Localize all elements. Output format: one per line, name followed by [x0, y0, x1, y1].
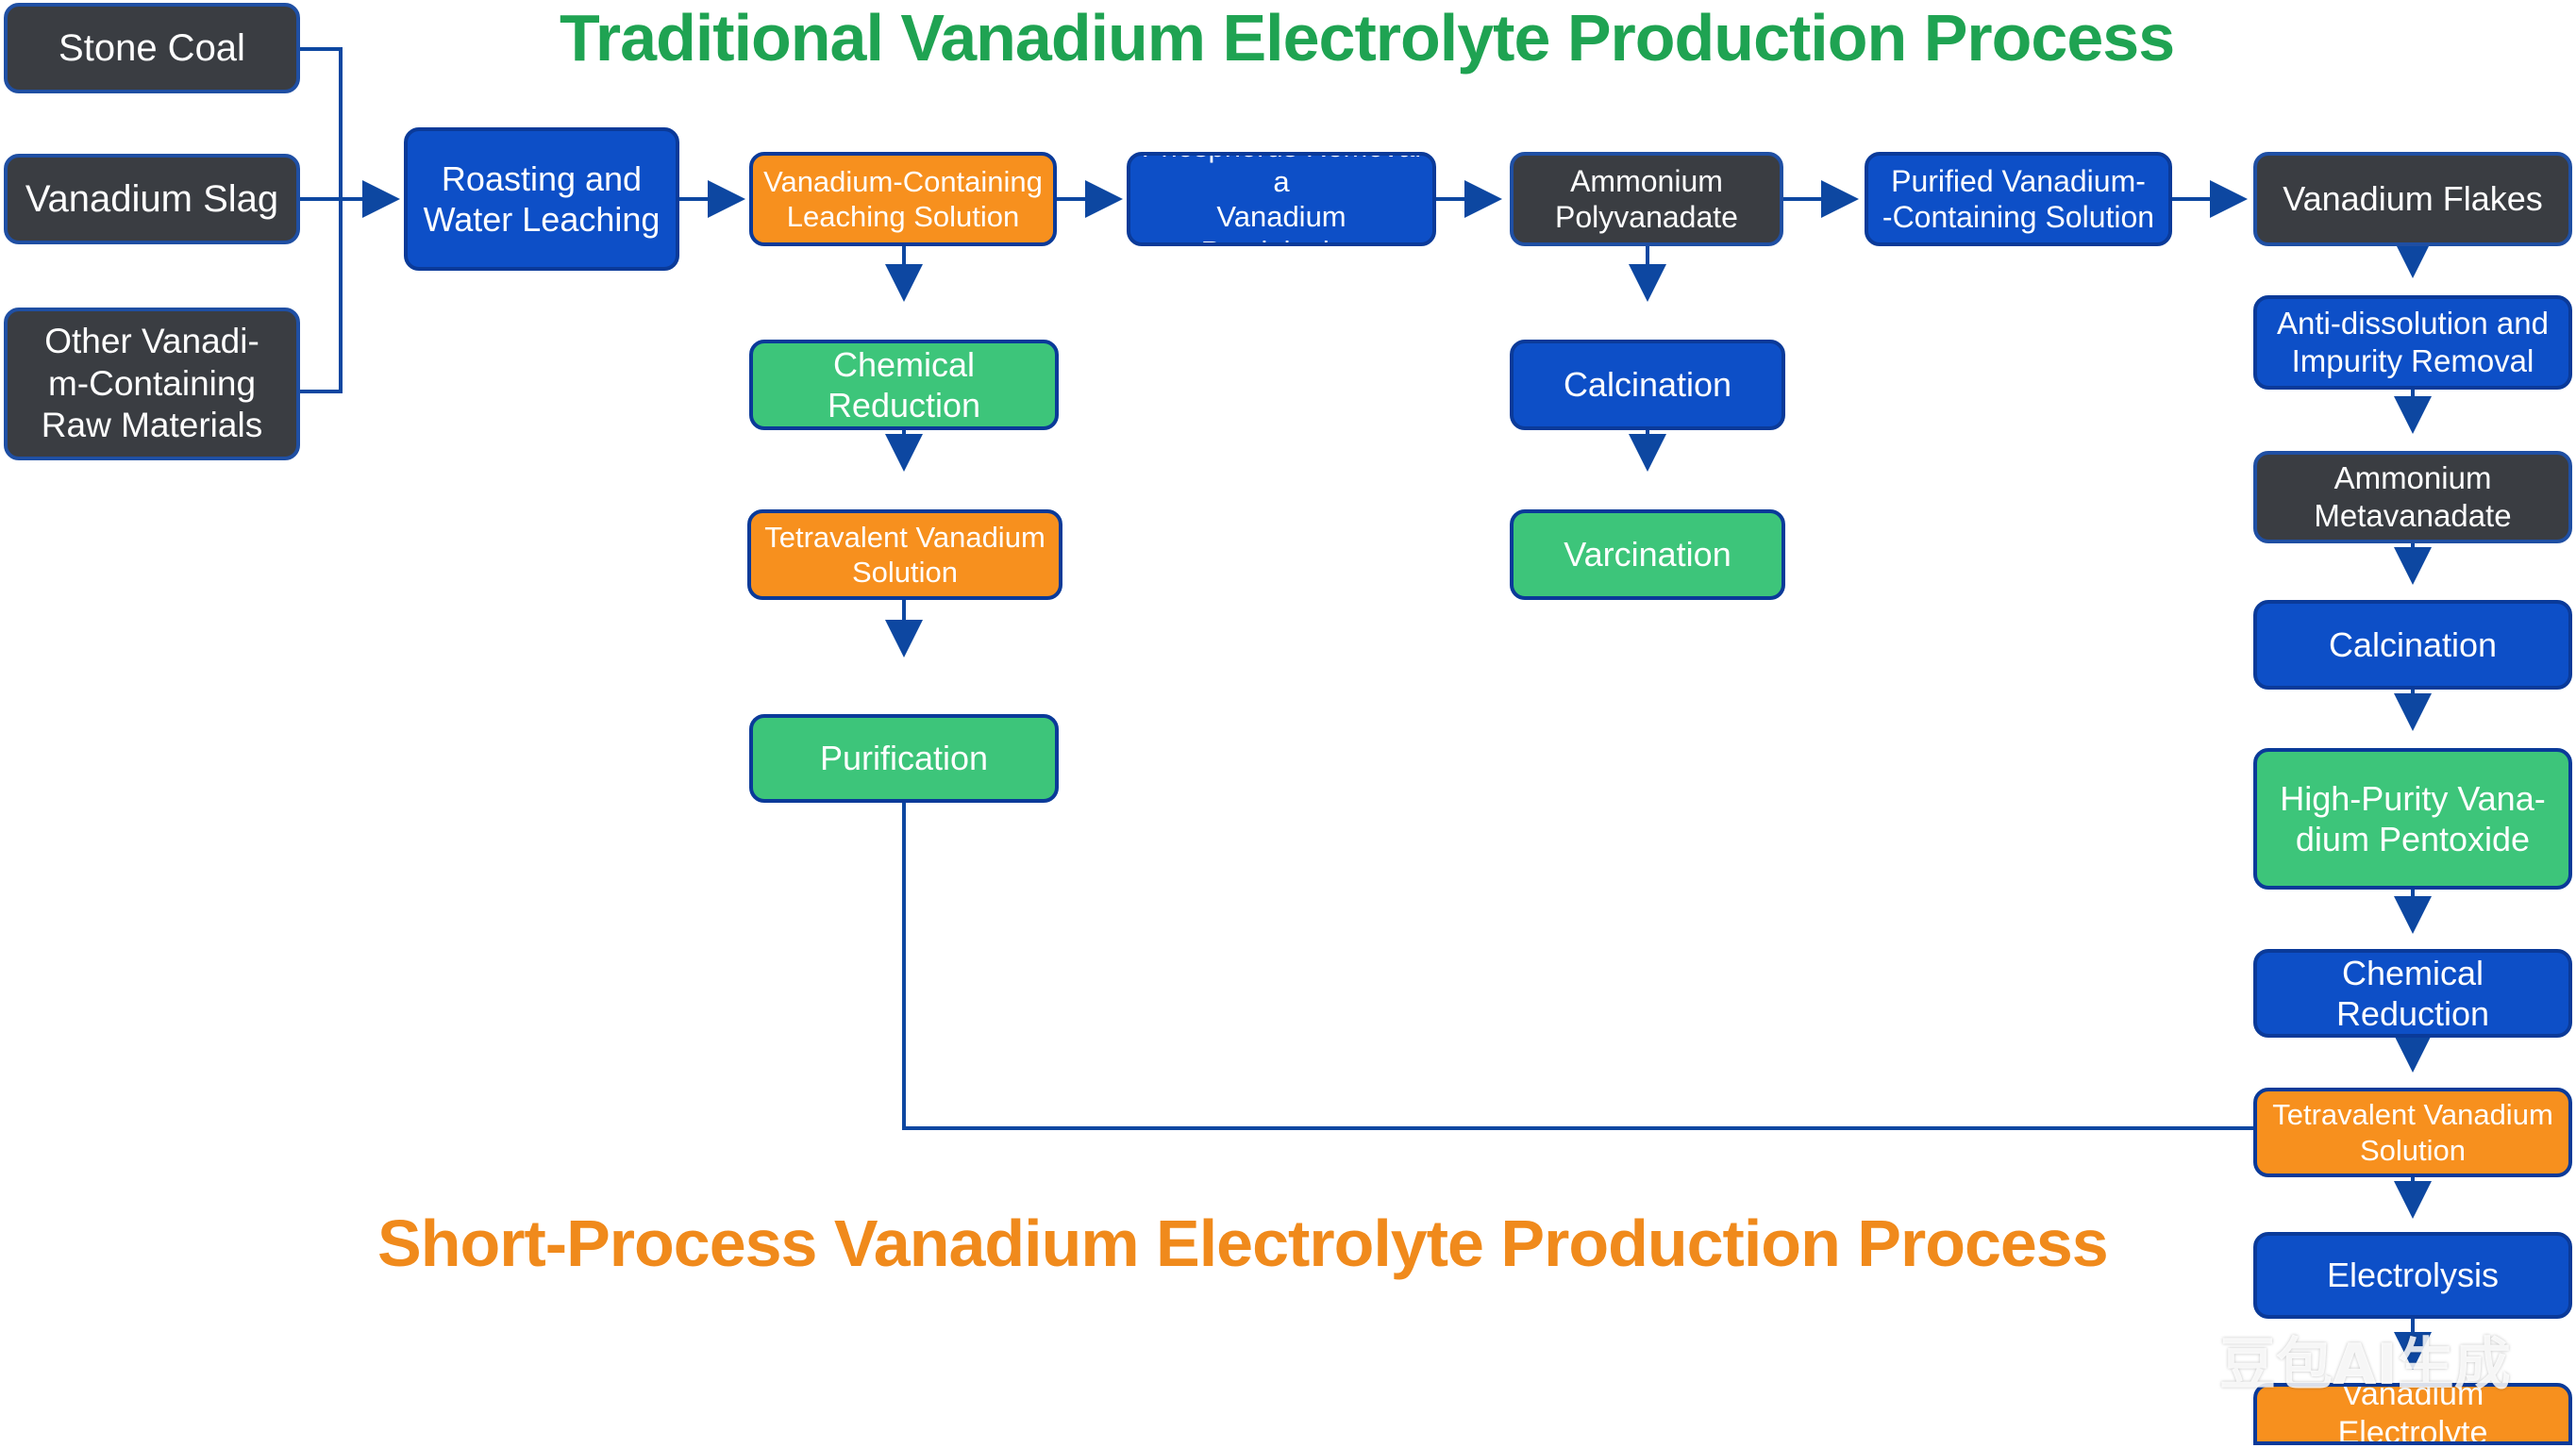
connector-stone-coal: [300, 47, 343, 393]
node-purification: Purification: [749, 714, 1059, 803]
node-tetravalent-solution-1: Tetravalent Vanadium Solution: [747, 509, 1062, 600]
node-calcination-1: Calcination: [1510, 340, 1785, 430]
node-vanadium-slag: Vanadium Slag: [4, 154, 300, 244]
node-varcination: Varcination: [1510, 509, 1785, 600]
node-chemical-reduction-1: Chemical Reduction: [749, 340, 1059, 430]
node-phosphorus-removal: Phosphorus Removal a Vanadium Precipitat…: [1127, 152, 1436, 246]
node-high-purity-pentoxide: High-Purity Vana- dium Pentoxide: [2253, 748, 2572, 890]
node-ammonium-polyvanadate: Ammonium Polyvanadate: [1510, 152, 1783, 246]
node-vanadium-electrolyte: Vanadium Electrolyte: [2253, 1383, 2572, 1445]
connector-purification-to-tetravalent-2: [902, 803, 2255, 1130]
node-anti-dissolution: Anti-dissolution and Impurity Removal: [2253, 295, 2572, 390]
node-roasting: Roasting and Water Leaching: [404, 127, 679, 271]
node-calcination-2: Calcination: [2253, 600, 2572, 690]
node-chemical-reduction-2: Chemical Reduction: [2253, 949, 2572, 1038]
node-stone-coal: Stone Coal: [4, 3, 300, 93]
node-leaching-solution: Vanadium-Containing Leaching Solution: [749, 152, 1057, 246]
node-electrolysis: Electrolysis: [2253, 1232, 2572, 1319]
node-ammonium-metavanadate: Ammonium Metavanadate: [2253, 451, 2572, 543]
node-other-raw-materials: Other Vanadi- m-Containing Raw Materials: [4, 308, 300, 460]
ai-generated-watermark: 豆包AI生成: [2219, 1332, 2511, 1398]
node-vanadium-flakes: Vanadium Flakes: [2253, 152, 2572, 246]
traditional-process-title: Traditional Vanadium Electrolyte Product…: [560, 1, 2175, 75]
node-tetravalent-solution-2: Tetravalent Vanadium Solution: [2253, 1088, 2572, 1177]
short-process-title: Short-Process Vanadium Electrolyte Produ…: [377, 1207, 2109, 1280]
node-purified-solution: Purified Vanadium- -Containing Solution: [1865, 152, 2172, 246]
